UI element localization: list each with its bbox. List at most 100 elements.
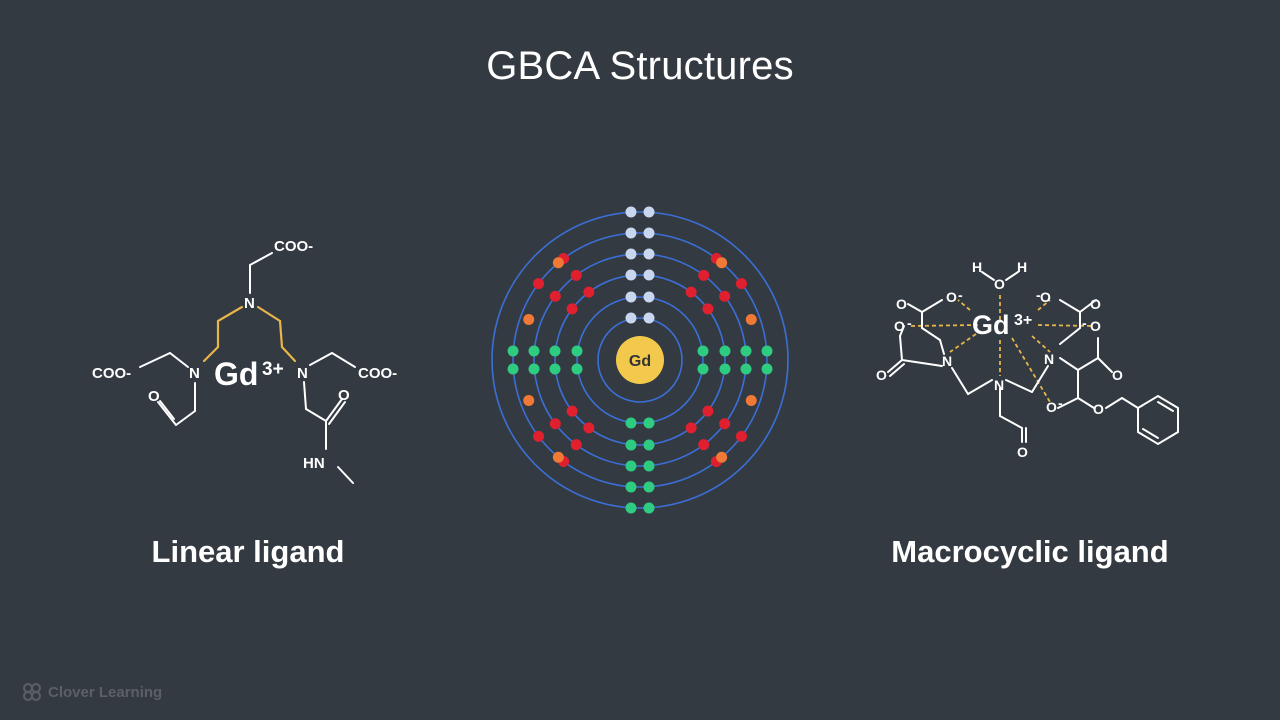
o-tr1-label: O <box>1040 289 1051 305</box>
electron <box>761 345 773 357</box>
electron <box>533 430 545 442</box>
electron-shell <box>533 253 747 467</box>
electron <box>745 394 757 406</box>
electron <box>702 405 714 417</box>
linear-ligand-caption: Linear ligand <box>151 534 345 569</box>
electron <box>719 418 731 430</box>
o-tl2-label: O <box>946 289 957 305</box>
electron <box>625 439 637 451</box>
o-tl1-label: O <box>896 296 907 312</box>
minus-l-label: - <box>907 315 912 331</box>
o-right-label: O <box>338 387 350 404</box>
electron <box>643 206 655 218</box>
electron <box>549 363 561 375</box>
electron <box>697 363 709 375</box>
slide-title: GBCA Structures <box>486 44 794 88</box>
electron <box>643 312 655 324</box>
electron <box>625 417 637 429</box>
electron <box>625 269 637 281</box>
electron <box>533 278 545 290</box>
electron <box>625 460 637 472</box>
hn-label: HN <box>303 455 325 472</box>
h1-label: H <box>972 259 982 275</box>
electron <box>643 269 655 281</box>
electron <box>552 257 564 269</box>
macrocyclic-ligand-caption: Macrocyclic ligand <box>891 534 1169 569</box>
electron <box>570 439 582 451</box>
electron <box>625 481 637 493</box>
watermark-text: Clover Learning <box>48 683 163 701</box>
electron <box>643 248 655 260</box>
macrocyclic-ligand-structure: H H O O O O O O O O O O O O N N N - - - … <box>860 248 1200 470</box>
electron <box>523 314 535 326</box>
electron <box>625 248 637 260</box>
nucleus-label: Gd <box>629 353 651 370</box>
o-ether-label: O <box>1093 401 1104 417</box>
electron <box>740 345 752 357</box>
electron <box>507 363 519 375</box>
coo-right-label: COO- <box>358 365 397 382</box>
electron <box>761 363 773 375</box>
n-left-label: N <box>942 353 952 369</box>
electron <box>528 363 540 375</box>
clover-learning-watermark: Clover Learning <box>22 682 162 702</box>
electron <box>643 481 655 493</box>
electron <box>571 363 583 375</box>
electron <box>685 422 697 434</box>
h2-label: H <box>1017 259 1027 275</box>
minus-mid-label: - <box>1058 395 1063 411</box>
electron <box>716 451 728 463</box>
linear-ligand-structure: COO- N COO- N O N COO- O HN Gd 3+ <box>80 225 420 495</box>
electron <box>643 439 655 451</box>
minus-tl-label: - <box>958 287 963 303</box>
electron-shell <box>491 211 789 509</box>
o-mid-label: O <box>1046 399 1057 415</box>
electron <box>643 227 655 239</box>
minus-r-label: - <box>1082 315 1087 331</box>
electron <box>552 451 564 463</box>
electron <box>719 363 731 375</box>
o-tl3-label: O <box>894 318 905 334</box>
macro-bonds <box>887 271 1179 446</box>
electron-shell <box>512 232 768 488</box>
electron <box>735 278 747 290</box>
o-tr2-label: O <box>1090 296 1101 312</box>
clover-logo-icon <box>23 683 41 701</box>
electron <box>625 291 637 303</box>
nucleus <box>616 336 664 384</box>
electron <box>570 269 582 281</box>
electron <box>698 269 710 281</box>
coo-left-label: COO- <box>92 365 131 382</box>
linear-backbone <box>202 305 297 363</box>
electron <box>523 394 535 406</box>
electron-shells <box>491 211 789 509</box>
minus-tr-label: - <box>1036 287 1041 303</box>
n-bottom-label: N <box>994 377 1004 393</box>
n-right-label: N <box>297 365 308 382</box>
electron <box>643 417 655 429</box>
electron <box>571 345 583 357</box>
gd-atom-diagram: Gd <box>480 200 800 520</box>
electron <box>697 345 709 357</box>
electron <box>643 460 655 472</box>
o-left-keto-label: O <box>876 367 887 383</box>
electron-shell <box>597 317 683 403</box>
electron <box>528 345 540 357</box>
macro-metal-label: Gd <box>972 310 1010 340</box>
electron <box>549 290 561 302</box>
electron <box>566 303 578 315</box>
o-right-keto-label: O <box>1112 367 1123 383</box>
electrons <box>507 206 773 514</box>
electron <box>719 345 731 357</box>
coo-top-label: COO- <box>274 238 313 255</box>
electron <box>685 286 697 298</box>
o-bottom-label: O <box>1017 444 1028 460</box>
electron <box>735 430 747 442</box>
electron <box>507 345 519 357</box>
electron-shell <box>554 274 726 446</box>
linear-bonds <box>139 252 356 484</box>
electron <box>583 286 595 298</box>
electron <box>740 363 752 375</box>
macro-charge-label: 3+ <box>1014 312 1032 329</box>
o-water-label: O <box>994 276 1005 292</box>
